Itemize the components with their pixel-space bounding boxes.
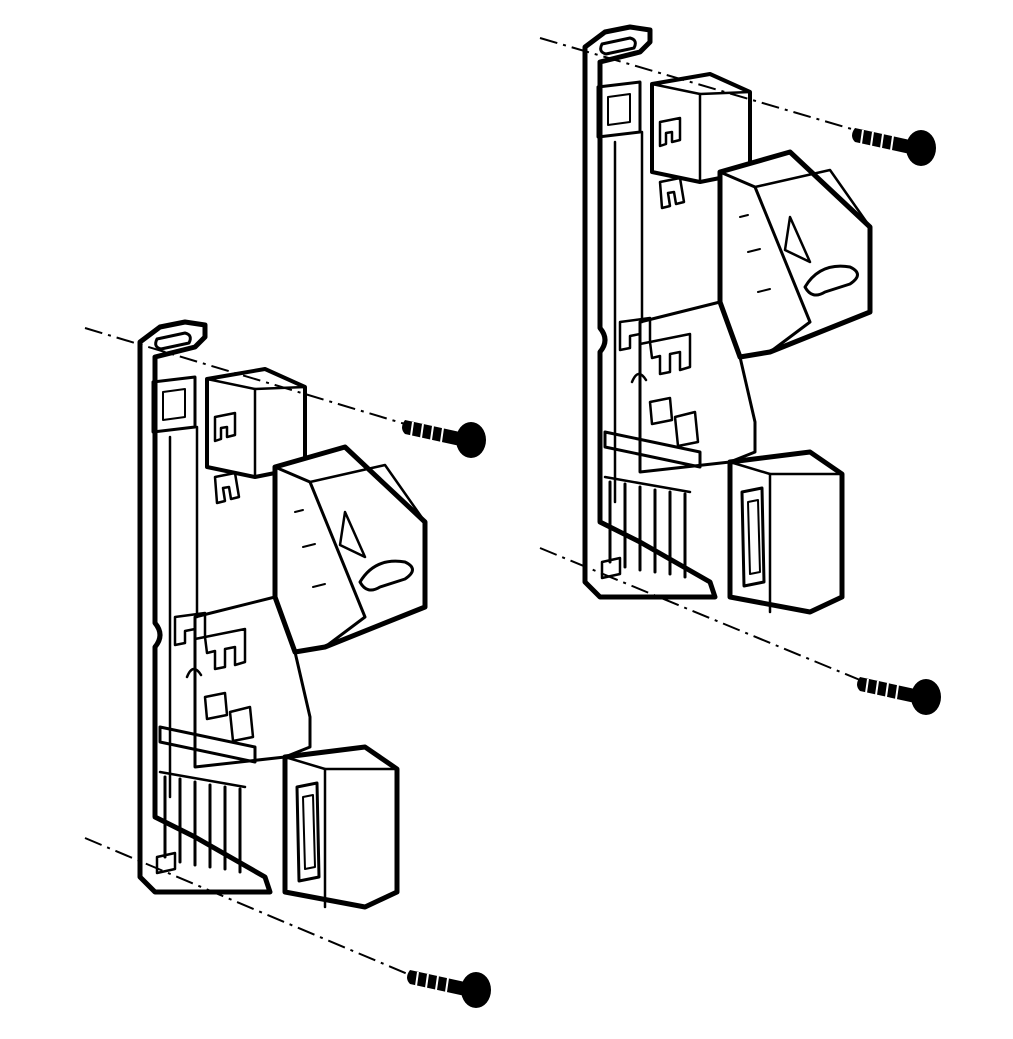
- alignment-line-left-lower: [84, 837, 411, 976]
- screw-right-lower: [856, 676, 942, 716]
- screw-right-upper: [851, 127, 937, 167]
- screw-left-upper: [401, 419, 487, 459]
- alignment-line-right-lower: [539, 547, 861, 681]
- screw-left-lower: [406, 969, 492, 1009]
- alignment-line-left-upper: [84, 327, 406, 425]
- alignment-line-right-upper: [539, 37, 856, 131]
- left-mounting-bracket: [140, 322, 425, 907]
- right-mounting-bracket: [585, 27, 870, 612]
